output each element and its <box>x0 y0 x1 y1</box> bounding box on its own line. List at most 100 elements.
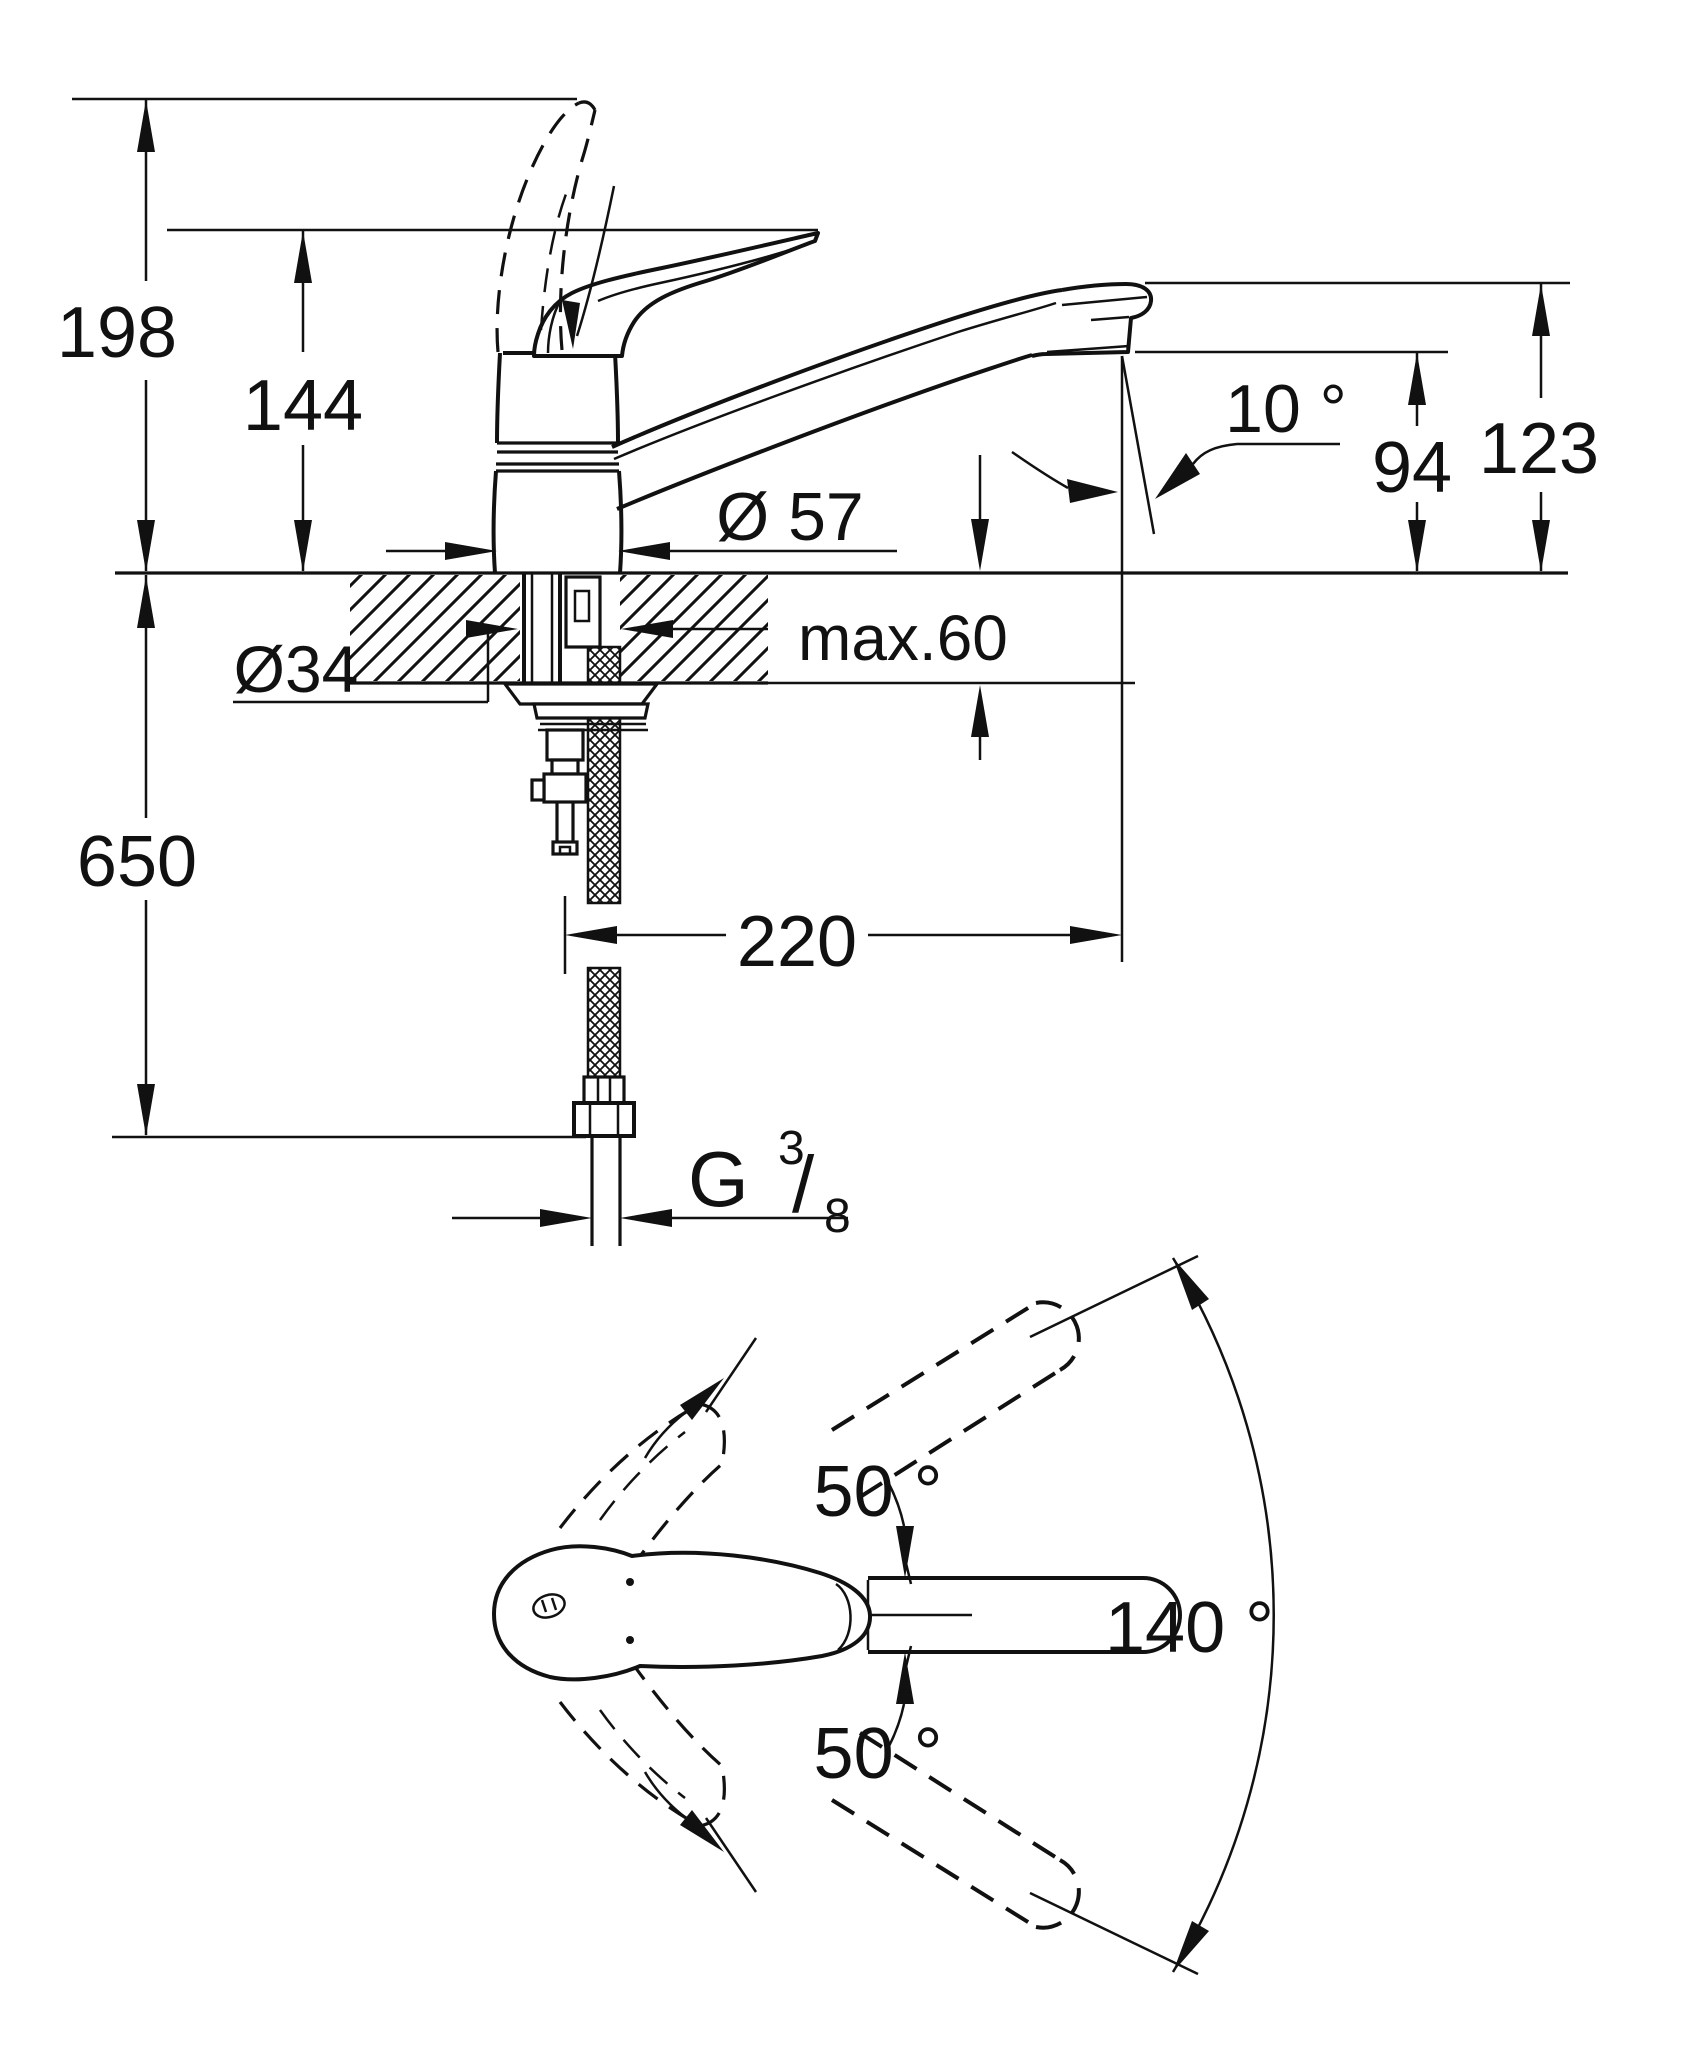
hose-nut-facets <box>588 1103 620 1136</box>
dim-counter-thickness-max60: max.60 <box>798 455 1008 760</box>
arrow-up-icon <box>1532 284 1550 336</box>
spout-bottom-edge <box>616 353 1033 511</box>
rod-rotated-up-dashed <box>830 1300 1081 1499</box>
handle-lever-raised-dashed <box>495 100 616 353</box>
label-counter-thickness: max.60 <box>798 602 1008 674</box>
label-outlet-height: 94 <box>1372 428 1452 508</box>
rod-up-cap <box>1035 1300 1081 1372</box>
arrow-right-icon <box>466 620 518 638</box>
valve-foot-notch <box>558 845 572 854</box>
arrow-left-icon <box>565 926 617 944</box>
body-upper-sides <box>495 352 620 444</box>
raised-edge-b <box>558 109 597 351</box>
dim-swing-upper-50: 50 ° <box>643 1378 943 1578</box>
dim-total-height-198: 198 <box>57 97 577 572</box>
arrow-down-icon <box>1408 520 1426 572</box>
arrow-left-icon <box>620 1209 672 1227</box>
label-swing-lower: 50 ° <box>814 1714 943 1794</box>
arrow-right-icon <box>1067 479 1118 503</box>
braided-hose-lower <box>586 966 622 1079</box>
label-thread-g: G <box>688 1135 749 1223</box>
valve-stem <box>555 802 575 842</box>
knob-cap-inner-line <box>835 1582 852 1651</box>
swivel-arc <box>1171 1257 1275 1973</box>
dim-spout-top-123: 123 <box>1145 281 1599 572</box>
arrow-left-icon <box>621 620 673 638</box>
knob-outline <box>492 1544 873 1682</box>
body-rings <box>496 441 619 473</box>
arrow-left-icon <box>618 542 670 560</box>
label-thread-numerator: 3 <box>778 1122 805 1175</box>
label-handle-height: 144 <box>243 366 363 446</box>
spout <box>611 282 1154 511</box>
dim-below-counter-650: 650 <box>77 575 586 1139</box>
spout-inner-edge <box>613 301 1057 461</box>
side-view: 198 144 650 123 <box>57 97 1599 1246</box>
upper50-arc-a <box>643 1411 687 1459</box>
handle-lever-solid <box>532 231 820 358</box>
arrow-arc-top-icon <box>1173 1258 1209 1310</box>
label-swing-upper: 50 ° <box>814 1452 943 1532</box>
aerator-detail-lines <box>1046 295 1148 354</box>
label-outlet-angle: 10 ° <box>1225 371 1347 447</box>
label-spout-top-height: 123 <box>1479 409 1599 489</box>
rotated-down-leader <box>704 1817 758 1893</box>
rotated-down-inner <box>598 1709 686 1799</box>
mounting-flange <box>501 682 661 706</box>
swivel-ext-top <box>1029 1254 1199 1339</box>
lever-cap-highlight <box>546 300 562 354</box>
raised-tip-cap <box>578 100 597 111</box>
knob-logo-icon <box>532 1593 566 1619</box>
motion-arc <box>575 185 616 337</box>
arrow-right-icon <box>540 1209 592 1227</box>
swivel-ext-bottom <box>1029 1891 1199 1976</box>
arrow-up-icon <box>1408 353 1426 405</box>
valve-side-tab <box>530 778 546 802</box>
knob-dot-bottom <box>626 1636 634 1644</box>
label-body-diameter: Ø 57 <box>716 479 863 555</box>
raised-edge-a <box>495 101 580 353</box>
label-swivel-range: 140 ° <box>1105 1588 1274 1668</box>
arrow-down-icon <box>896 1526 914 1578</box>
label-total-height: 198 <box>57 293 177 373</box>
arrow-down-icon <box>137 1084 155 1136</box>
rod-rotated-down-dashed <box>830 1731 1081 1930</box>
arrow-down-left-icon <box>1155 453 1200 499</box>
label-below-counter: 650 <box>77 822 197 902</box>
hose-collar-ribs <box>596 1077 612 1103</box>
arrow-up-icon <box>137 576 155 628</box>
arrow-up-icon <box>971 685 989 737</box>
knob-logo-marks <box>540 1597 558 1613</box>
valve-block-2 <box>550 758 580 776</box>
rod-down-cap <box>1035 1858 1081 1930</box>
arrow-right-icon <box>445 542 497 560</box>
hose-crimp-fitting <box>564 575 602 649</box>
arrow-arc-bottom-icon <box>1173 1921 1209 1972</box>
rotated-down-edge-b <box>628 1659 724 1768</box>
angle-leader <box>1192 442 1340 465</box>
dim-swing-lower-50: 50 ° <box>643 1652 943 1852</box>
arrow-up-icon <box>294 231 312 283</box>
angle-arc-left <box>1011 450 1069 490</box>
lever-outline <box>532 231 820 358</box>
label-hole-diameter: Ø34 <box>234 632 359 706</box>
rotated-up-leader <box>704 1337 758 1413</box>
motion-arrowhead-icon <box>562 300 580 349</box>
handle-knob-solid <box>492 1544 873 1682</box>
lower50-arc-a <box>643 1771 687 1819</box>
dim-outlet-height-94: 94 <box>1135 350 1452 572</box>
lower50-arc-b <box>884 1703 906 1753</box>
rotated-down-cap <box>699 1765 726 1828</box>
rotated-up-cap <box>699 1402 726 1465</box>
dim-thread-g38: G 3 / 8 <box>452 1122 851 1243</box>
valve-block-3 <box>542 772 588 804</box>
dim-spout-reach-220: 220 <box>563 896 1122 982</box>
knob-dot-top <box>626 1578 634 1586</box>
raised-inner <box>539 185 571 331</box>
threaded-shank <box>522 573 562 684</box>
spout-top-edge <box>611 288 1063 449</box>
arrow-up-right-icon <box>680 1378 724 1420</box>
